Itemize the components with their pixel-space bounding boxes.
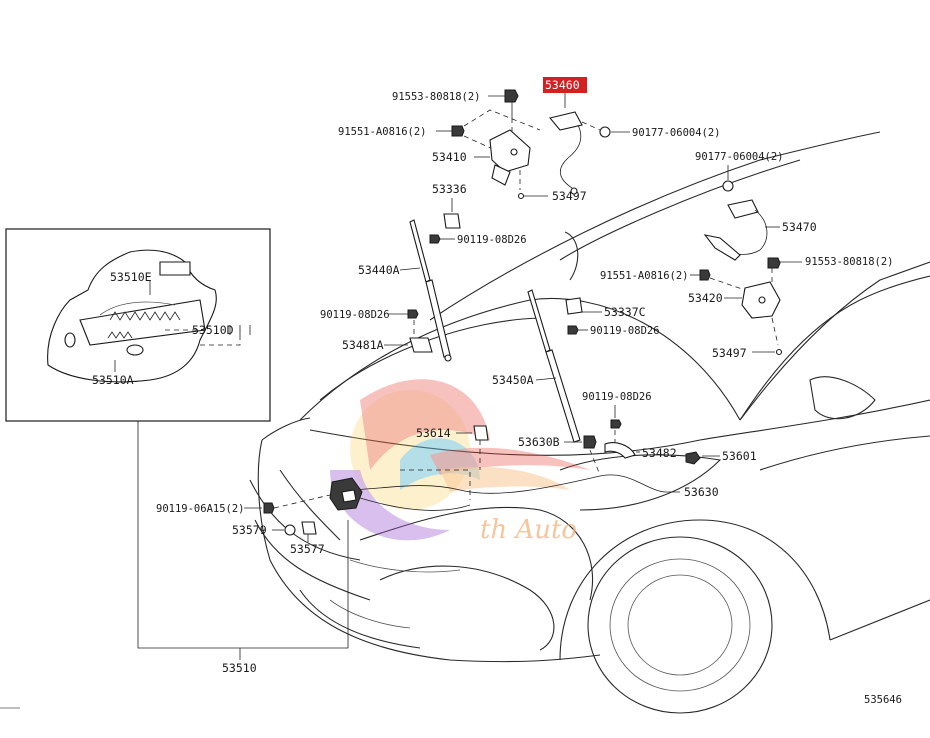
bumper-stop-icon — [301, 521, 317, 535]
bolt-icon — [263, 502, 275, 514]
label-53410: 53410 — [432, 150, 467, 164]
bracket-icon — [409, 337, 433, 353]
label-53510E: 53510E — [110, 270, 152, 284]
label-53336: 53336 — [432, 182, 467, 196]
label-53450A: 53450A — [492, 373, 534, 387]
nut-icon — [599, 126, 611, 138]
label-53579: 53579 — [232, 523, 267, 537]
label-90119-d: 90119-08D26 — [582, 391, 652, 403]
label-90119-06A15: 90119-06A15(2) — [156, 503, 245, 515]
label-53510: 53510 — [222, 661, 257, 675]
assembly-bracket — [137, 421, 349, 649]
label-53460: 53460 — [545, 78, 580, 92]
label-53601: 53601 — [722, 449, 757, 463]
label-53440A: 53440A — [358, 263, 400, 277]
label-90177-b: 90177-06004(2) — [695, 151, 784, 163]
hood-lock-assembly — [329, 477, 363, 511]
label-90177-a: 90177-06004(2) — [632, 127, 721, 139]
label-53420: 53420 — [688, 291, 723, 305]
retainer-icon — [473, 425, 489, 441]
hood-lock-detail — [47, 249, 251, 383]
label-53630: 53630 — [684, 485, 719, 499]
label-53497-a: 53497 — [552, 189, 587, 203]
bolt-icon — [407, 309, 419, 319]
label-90119-a: 90119-08D26 — [457, 234, 527, 246]
label-90119-c: 90119-08D26 — [320, 309, 390, 321]
label-53510D: 53510D — [192, 323, 234, 337]
watermark-text: th Auto — [480, 515, 577, 545]
bolt-icon — [567, 325, 579, 335]
hood-hinge-switch-right — [703, 199, 768, 261]
label-90119-b: 90119-08D26 — [590, 325, 660, 337]
clip-icon — [685, 451, 701, 465]
hood-hinge-left — [489, 129, 531, 186]
label-53482: 53482 — [642, 446, 677, 460]
hood-hinge-right — [741, 281, 781, 319]
bracket-icon — [604, 442, 636, 459]
bolt-icon — [451, 125, 465, 137]
hood-support-strut-left — [409, 219, 452, 362]
label-91551-right: 91551-A0816(2) — [600, 270, 689, 282]
bolt-icon — [504, 89, 519, 103]
bolt-icon — [429, 234, 441, 244]
label-91553-right: 91553-80818(2) — [805, 256, 894, 268]
label-53510A: 53510A — [92, 373, 134, 387]
hood-support-bracket — [443, 213, 461, 229]
hood-release-cable — [344, 474, 680, 494]
nut-icon — [722, 180, 734, 192]
watermark-logo — [330, 379, 590, 541]
hood-hinge-switch-cable — [549, 111, 583, 195]
bolt-icon — [767, 257, 781, 269]
cushion-icon — [284, 524, 296, 536]
label-53470: 53470 — [782, 220, 817, 234]
label-53614: 53614 — [416, 426, 451, 440]
highlight-53460 — [543, 77, 587, 93]
clip-icon — [583, 435, 597, 449]
label-91553-top: 91553-80818(2) — [392, 91, 481, 103]
label-53337C: 53337C — [604, 305, 646, 319]
label-53630B: 53630B — [518, 435, 560, 449]
label-53497-b: 53497 — [712, 346, 747, 360]
bolt-icon — [699, 269, 711, 281]
diagram-code: 535646 — [864, 694, 902, 706]
hood-support-strut-right — [527, 289, 581, 443]
label-91551-top: 91551-A0816(2) — [338, 126, 427, 138]
bolt-icon — [610, 419, 622, 429]
label-53481A: 53481A — [342, 338, 384, 352]
car-body-outline — [0, 131, 930, 714]
hood-support-bracket-right — [565, 297, 583, 315]
label-53577: 53577 — [290, 542, 325, 556]
